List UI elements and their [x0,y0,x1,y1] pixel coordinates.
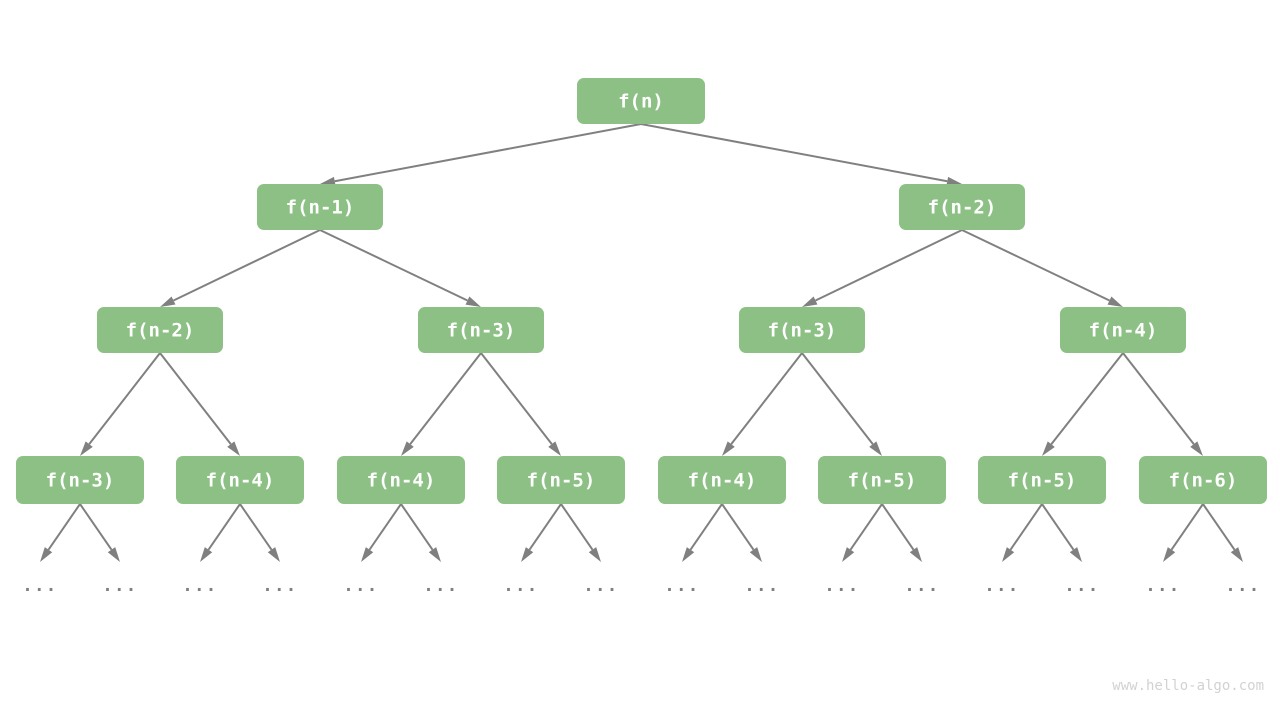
ellipsis-marker: ... [583,576,618,596]
tree-node[interactable]: f(n-4) [658,456,786,504]
tree-node[interactable]: f(n-4) [337,456,465,504]
ellipsis-marker: ... [904,576,939,596]
node-label: f(n-1) [286,197,355,219]
node-label: f(n-3) [768,320,837,342]
ellipsis-marker: ... [824,576,859,596]
node-label: f(n-6) [1169,470,1238,492]
node-box [1060,307,1186,353]
tree-edge [1122,352,1203,456]
ellipsis-marker: ... [1145,576,1180,596]
tree-node[interactable]: f(n-3) [16,456,144,504]
node-label: f(n-5) [527,470,596,492]
node-label: f(n-5) [848,470,917,492]
node-label: f(n-2) [928,197,997,219]
ellipsis-marker: ... [1225,576,1260,596]
tree-edge-stub [682,503,723,562]
tree-node[interactable]: f(n-5) [978,456,1106,504]
tree-edge [722,352,803,456]
tree-edge-stub [361,503,402,562]
tree-edge-stub [200,503,241,562]
tree-edge [1042,352,1124,456]
ellipsis-layer: ........................................… [22,576,1260,596]
tree-edge-stub [1041,503,1082,562]
tree-edge [480,352,561,456]
node-box [818,456,946,504]
watermark: www.hello-algo.com [1112,678,1264,694]
tree-edge [159,352,240,456]
ellipsis-marker: ... [984,576,1019,596]
node-box [899,184,1025,230]
tree-edge [80,352,161,456]
node-box [97,307,223,353]
node-box [739,307,865,353]
node-box [337,456,465,504]
tree-node[interactable]: f(n-3) [739,307,865,353]
tree-edge-stub [721,503,762,562]
node-layer: f(n) f(n-1) f(n-2) f(n-2) f(n-3) f(n-3) f(n-4)… [16,78,1267,504]
node-label: f(n-3) [447,320,516,342]
tree-edge-stub [560,503,601,562]
ellipsis-marker: ... [182,576,217,596]
node-label: f(n-2) [126,320,195,342]
tree-edge-stub [842,503,883,562]
node-box [418,307,544,353]
node-box [176,456,304,504]
tree-node[interactable]: f(n-1) [257,184,383,230]
node-label: f(n-3) [46,470,115,492]
tree-edge-stub [79,503,120,562]
ellipsis-stub-layer [40,503,1243,562]
ellipsis-marker: ... [1064,576,1099,596]
tree-edge [320,123,642,186]
node-label: f(n-4) [367,470,436,492]
tree-edge-stub [1002,503,1043,562]
tree-edge-stub [40,503,81,562]
ellipsis-marker: ... [22,576,57,596]
node-box [658,456,786,504]
ellipsis-marker: ... [343,576,378,596]
tree-edge [319,229,481,307]
node-box [497,456,625,504]
tree-edge [401,352,482,456]
tree-node[interactable]: f(n-2) [899,184,1025,230]
tree-node[interactable]: f(n-4) [1060,307,1186,353]
node-box [16,456,144,504]
node-box [577,78,705,124]
tree-node[interactable]: f(n-3) [418,307,544,353]
tree-edge-stub [400,503,441,562]
ellipsis-marker: ... [503,576,538,596]
tree-edge [801,352,882,456]
node-label: f(n-4) [1089,320,1158,342]
tree-edge [802,229,963,307]
tree-node[interactable]: f(n) [577,78,705,124]
node-label: f(n-5) [1008,470,1077,492]
tree-node[interactable]: f(n-6) [1139,456,1267,504]
tree-edge-stub [239,503,280,562]
edge-layer [80,123,1203,456]
node-box [978,456,1106,504]
tree-edge-stub [1163,503,1204,562]
node-label: f(n-4) [688,470,757,492]
tree-node[interactable]: f(n-4) [176,456,304,504]
node-box [1139,456,1267,504]
ellipsis-marker: ... [102,576,137,596]
ellipsis-marker: ... [744,576,779,596]
tree-node[interactable]: f(n-5) [818,456,946,504]
tree-edge [640,123,962,186]
ellipsis-marker: ... [664,576,699,596]
tree-edge [961,229,1123,307]
tree-edge-stub [521,503,562,562]
tree-edge-stub [1202,503,1243,562]
tree-edge-stub [881,503,922,562]
ellipsis-marker: ... [262,576,297,596]
tree-edge [160,229,321,307]
ellipsis-marker: ... [423,576,458,596]
tree-node[interactable]: f(n-5) [497,456,625,504]
node-label: f(n-4) [206,470,275,492]
node-box [257,184,383,230]
node-label: f(n) [618,91,664,113]
tree-node[interactable]: f(n-2) [97,307,223,353]
